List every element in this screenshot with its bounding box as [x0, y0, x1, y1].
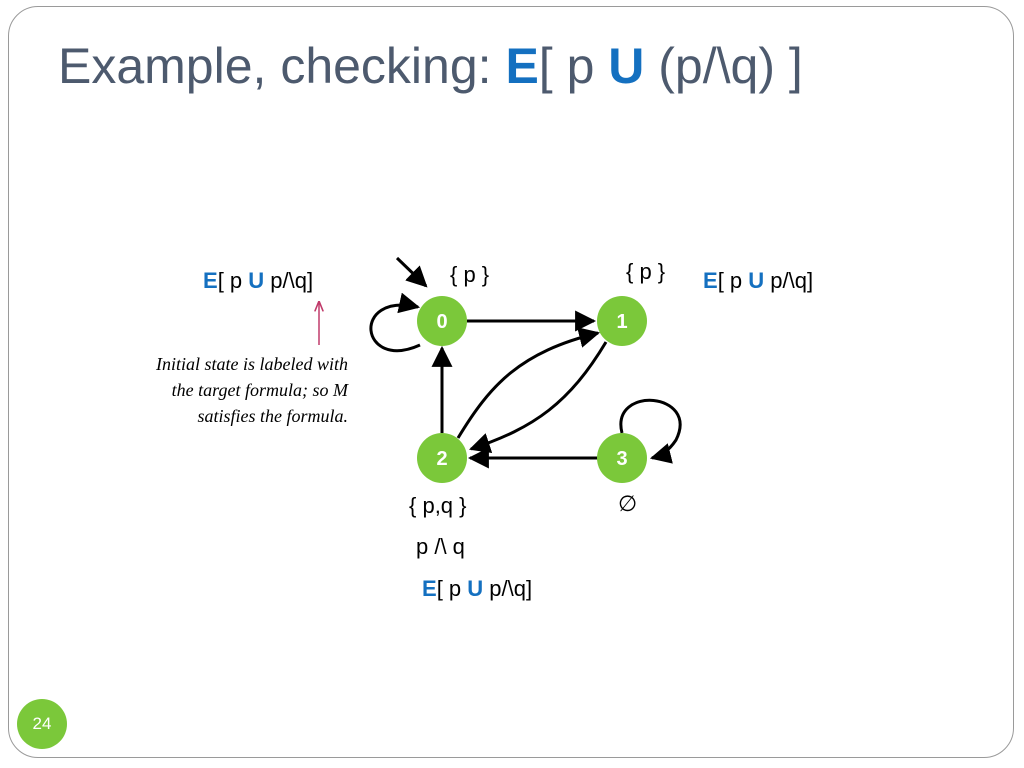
formula-label-state-2: E[ p U p/\q] [422, 576, 533, 601]
title-part2: (p/\q) ] [644, 38, 803, 94]
state-0: 0 [417, 296, 467, 346]
state-3-label: 3 [616, 448, 627, 470]
initial-arrow [395, 256, 428, 288]
formula-label-state-0: E[ p U p/\q] [203, 268, 314, 293]
state-0-propositions: { p } [450, 262, 490, 287]
state-3-propositions: ∅ [618, 491, 638, 516]
annotation-line-2: the target formula; so M [171, 380, 348, 400]
state-2-label: 2 [436, 448, 447, 470]
state-1-propositions: { p } [626, 259, 666, 284]
state-2-conjunction: p /\ q [416, 534, 465, 559]
title-U: U [608, 38, 645, 94]
state-1-label: 1 [616, 311, 627, 333]
edge-1-2 [469, 341, 608, 454]
formula-label-state-1: E[ p U p/\q] [703, 268, 814, 293]
edge-2-1 [456, 327, 601, 439]
state-0-label: 0 [436, 311, 447, 333]
annotation-line-1: Initial state is labeled with [156, 354, 348, 374]
title-prefix: Example, checking: [58, 38, 506, 94]
state-2-propositions: { p,q } [409, 493, 467, 518]
title-part1: [ p [538, 38, 609, 94]
page-number: 24 [17, 699, 67, 749]
state-3: 3 [597, 433, 647, 483]
slide-frame [8, 6, 1014, 758]
page-title: Example, checking: E[ p U (p/\q) ] [58, 36, 803, 96]
self-loop-0 [369, 292, 421, 353]
annotation-text: Initial state is labeled with the target… [92, 351, 348, 429]
state-2: 2 [417, 433, 467, 483]
self-loop-3 [619, 398, 682, 464]
state-1: 1 [597, 296, 647, 346]
annotation-line-3: satisfies the formula. [197, 406, 348, 426]
title-E: E [505, 38, 539, 94]
